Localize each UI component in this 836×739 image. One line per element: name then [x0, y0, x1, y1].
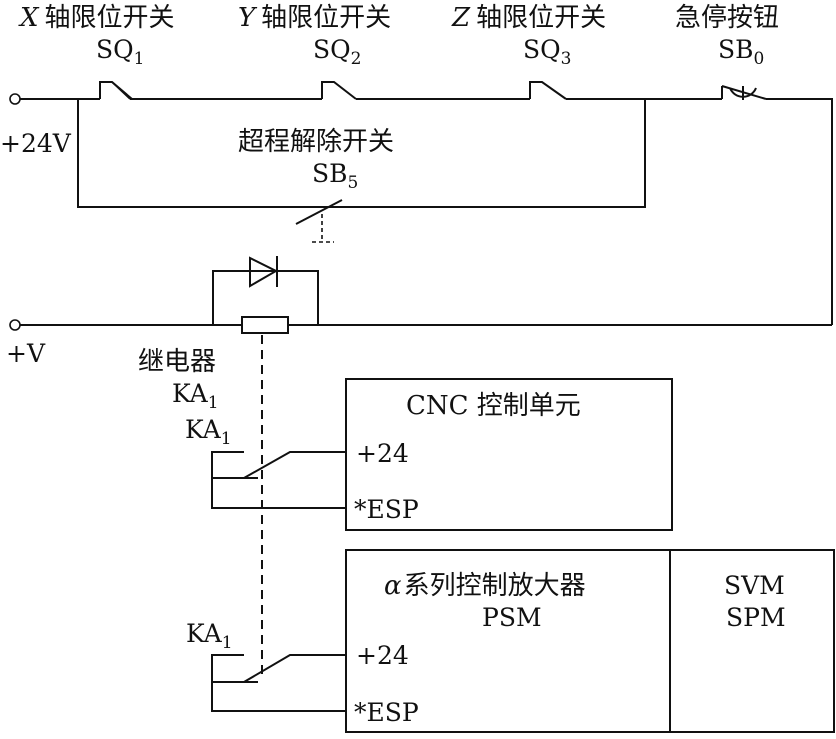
diode-icon [249, 256, 279, 288]
diode-wire [212, 270, 319, 325]
relay-title: 继电器 [138, 347, 216, 377]
cnc-contact-code: KA1 [185, 415, 232, 449]
sq2-contact [321, 81, 357, 100]
relay-code: KA1 [172, 379, 219, 413]
amp-box [345, 549, 835, 733]
sq3-contact [529, 81, 567, 100]
cnc-contact-wire [211, 451, 346, 509]
amp-svm: SVM [724, 571, 785, 600]
cnc-box [345, 378, 673, 531]
amp-pin-esp: *ESP [354, 698, 419, 727]
label-24v: +24V [0, 129, 72, 158]
amp-model: PSM [482, 603, 542, 632]
cnc-pin-24: +24 [356, 439, 409, 468]
amp-title: α系列控制放大器 [384, 571, 586, 601]
sq3-code: SQ3 [523, 35, 571, 69]
terminal-24v [9, 93, 21, 105]
label-v: +V [6, 339, 46, 368]
sb5-code: SB5 [312, 159, 358, 193]
amp-spm: SPM [726, 603, 786, 632]
sb0-code: SB0 [718, 35, 764, 69]
amp-contact-wire [211, 654, 346, 712]
sq2-code: SQ2 [313, 35, 361, 69]
sb0-title: 急停按钮 [675, 3, 779, 33]
cnc-title: CNC 控制单元 [406, 391, 581, 421]
sq1-code: SQ1 [96, 35, 144, 69]
wire-24v-main [20, 98, 833, 325]
amp-pin-24: +24 [356, 641, 409, 670]
relay-coil [241, 316, 289, 334]
cnc-pin-esp: *ESP [354, 495, 419, 524]
terminal-v [9, 319, 21, 331]
wire-sb5-bypass [77, 99, 646, 208]
amp-contact-code: KA1 [186, 619, 233, 653]
sb5-title: 超程解除开关 [238, 127, 394, 157]
